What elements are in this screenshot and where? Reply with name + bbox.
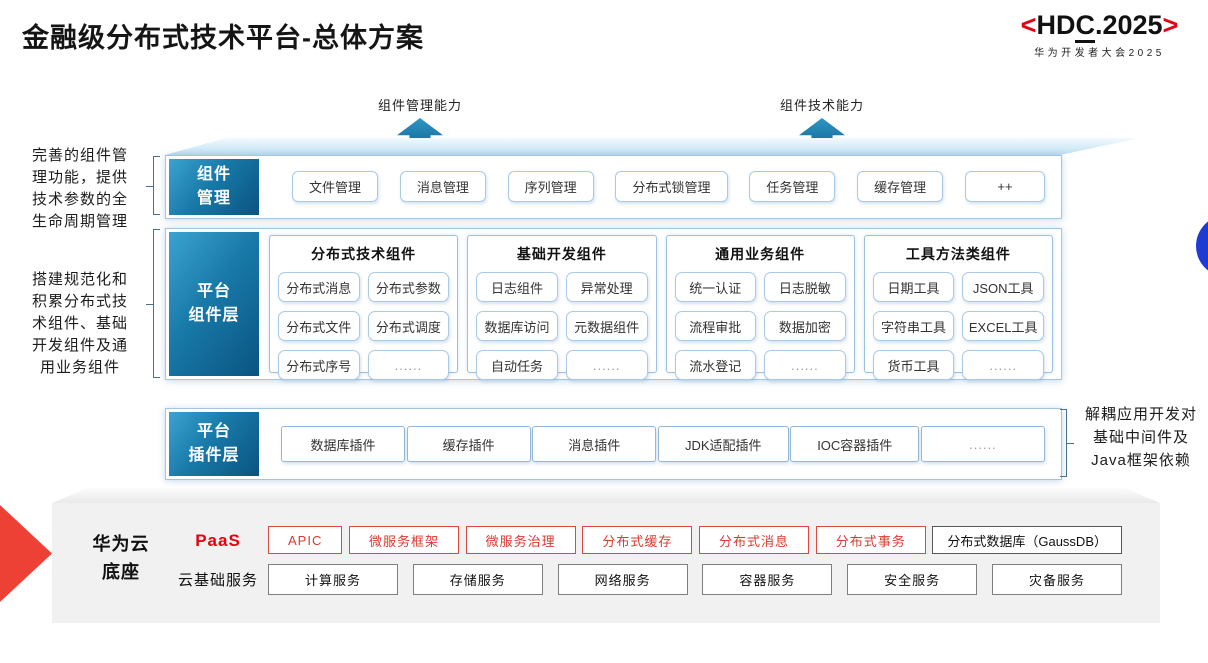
management-items: 文件管理消息管理序列管理分布式锁管理任务管理缓存管理 ++	[292, 171, 1045, 202]
column-header: 通用业务组件	[715, 246, 806, 262]
cloud-basic-services-label: 云基础服务	[177, 572, 258, 589]
management-item-box: 分布式锁管理	[615, 171, 728, 202]
red-arrow-wedge-icon	[0, 505, 52, 602]
component-box: 元数据组件	[565, 311, 648, 341]
management-item-box: 消息管理	[399, 171, 486, 202]
right-note-decouple: 解耦应用开发对 基础中间件及 Java框架依赖	[1084, 406, 1197, 469]
management-item-box: 文件管理	[292, 171, 379, 202]
column-header: 工具方法类组件	[905, 246, 1011, 262]
management-item-box: 任务管理	[749, 171, 836, 202]
paas-item-box: APIC	[268, 526, 343, 554]
left-note-components: 搭建规范化和 积累分布式技 术组件、基础 开发组件及通 用业务组件	[31, 271, 128, 376]
iaas-item-box: 容器服务	[702, 564, 833, 595]
left-note-management: 完善的组件管 理功能，提供 技术参数的全 生命周期管理	[31, 147, 128, 230]
component-box: 日志组件	[476, 272, 558, 302]
capability-management-label: 组件管理能力	[377, 98, 462, 113]
component-box: 日志脱敏	[764, 272, 846, 302]
hdc-letters: HD	[1036, 10, 1076, 40]
column-grid: 日志组件异常处理数据库访问元数据组件自动任务......	[476, 272, 648, 380]
paas-item-box: 分布式缓存	[582, 526, 693, 554]
plugin-item-box: 消息插件	[532, 426, 657, 462]
plugin-item-box: 缓存插件	[406, 426, 531, 462]
component-box: 异常处理	[565, 272, 648, 302]
gaussdb-box: 分布式数据库（GaussDB）	[932, 526, 1122, 554]
component-box: ......	[764, 350, 846, 380]
component-box: 分布式序号	[278, 350, 360, 380]
paas-item-box: 微服务框架	[349, 526, 460, 554]
hdc-logo-subtitle: 华为开发者大会2025	[1034, 48, 1165, 59]
paas-item-box: 微服务治理	[465, 526, 576, 554]
iaas-item-box: 灾备服务	[991, 564, 1122, 595]
cloud-3d-slab	[52, 488, 1160, 503]
paas-item-box: 分布式事务	[815, 526, 926, 554]
management-item-box: 缓存管理	[857, 171, 944, 202]
blue-circle-decoration	[1196, 215, 1208, 277]
bracket-right-plugins	[1060, 409, 1074, 477]
layer-platform-components: 平台 组件层 分布式技术组件 分布式消息分布式参数分布式文件分布式调度分布式序号…	[165, 228, 1062, 380]
bracket-left-management	[146, 156, 160, 215]
component-box: 数据库访问	[476, 311, 558, 341]
component-box: EXCEL工具	[962, 311, 1044, 341]
capability-technology-label: 组件技术能力	[779, 98, 864, 113]
column-distributed-tech: 分布式技术组件 分布式消息分布式参数分布式文件分布式调度分布式序号......	[269, 235, 459, 380]
huawei-cloud-base-section: 华为云 底座 PaaS 云基础服务 APIC 微服务框架 微服务治理 分布式缓存…	[52, 503, 1160, 623]
plugin-item-box: ......	[920, 426, 1045, 462]
component-box: 货币工具	[872, 350, 955, 380]
plugin-item-box: IOC容器插件	[790, 426, 920, 462]
hdc-logo: <HDC.2025> 华为开发者大会2025	[997, 10, 1202, 59]
management-item-box: ++	[964, 171, 1045, 202]
iaas-items-row: 计算服务存储服务网络服务容器服务安全服务灾备服务	[268, 564, 1122, 595]
iaas-item-box: 网络服务	[557, 564, 688, 595]
hdc-letter-c-underlined: C	[1075, 10, 1095, 43]
huawei-cloud-base-label: 华为云 底座	[92, 534, 150, 582]
column-common-business: 通用业务组件 统一认证日志脱敏流程审批数据加密流水登记......	[665, 235, 855, 380]
component-box: ......	[565, 350, 648, 380]
hdc-year: .2025	[1094, 10, 1163, 40]
component-box: 流水登记	[674, 350, 757, 380]
component-box: JSON工具	[962, 272, 1044, 302]
page-title: 金融级分布式技术平台-总体方案	[22, 23, 424, 53]
top-3d-slab	[165, 138, 1140, 155]
component-box: ......	[962, 350, 1044, 380]
component-box: 分布式消息	[278, 272, 360, 302]
column-header: 分布式技术组件	[311, 246, 417, 262]
component-box: 流程审批	[674, 311, 757, 341]
column-basic-dev: 基础开发组件 日志组件异常处理数据库访问元数据组件自动任务......	[467, 235, 657, 380]
component-columns: 分布式技术组件 分布式消息分布式参数分布式文件分布式调度分布式序号...... …	[269, 235, 1053, 380]
column-grid: 统一认证日志脱敏流程审批数据加密流水登记......	[674, 272, 846, 380]
left-angle-bracket-icon: <	[1020, 10, 1037, 40]
iaas-item-box: 计算服务	[268, 564, 398, 595]
component-box: 分布式文件	[278, 311, 360, 341]
component-box: 统一认证	[674, 272, 757, 302]
iaas-item-box: 存储服务	[412, 564, 543, 595]
component-box: 分布式调度	[367, 311, 450, 341]
component-box: 数据加密	[764, 311, 846, 341]
paas-item-box: 分布式消息	[699, 526, 810, 554]
paas-label: PaaS	[195, 531, 241, 550]
management-item-box: 序列管理	[507, 171, 594, 202]
component-box: 字符串工具	[872, 311, 955, 341]
plugin-item-box: 数据库插件	[281, 426, 405, 462]
iaas-item-box: 安全服务	[847, 564, 978, 595]
layer-component-management-label: 组件 管理	[169, 159, 259, 215]
paas-items-row: APIC 微服务框架 微服务治理 分布式缓存 分布式消息 分布式事务 分布式数据…	[268, 526, 1122, 554]
layer-platform-components-label: 平台 组件层	[169, 232, 259, 376]
column-header: 基础开发组件	[516, 246, 607, 262]
column-grid: 分布式消息分布式参数分布式文件分布式调度分布式序号......	[278, 272, 450, 380]
component-box: ......	[367, 350, 450, 380]
layer-platform-plugins-label: 平台 插件层	[169, 412, 259, 476]
plugin-item-box: JDK适配插件	[657, 426, 789, 462]
component-box: 分布式参数	[367, 272, 450, 302]
bracket-left-components	[146, 229, 160, 378]
component-box: 日期工具	[872, 272, 955, 302]
layer-component-management: 组件 管理 文件管理消息管理序列管理分布式锁管理任务管理缓存管理 ++	[165, 155, 1062, 219]
hdc-logo-text: <HDC.2025>	[997, 10, 1202, 43]
right-angle-bracket-icon: >	[1162, 10, 1179, 40]
component-box: 自动任务	[476, 350, 558, 380]
